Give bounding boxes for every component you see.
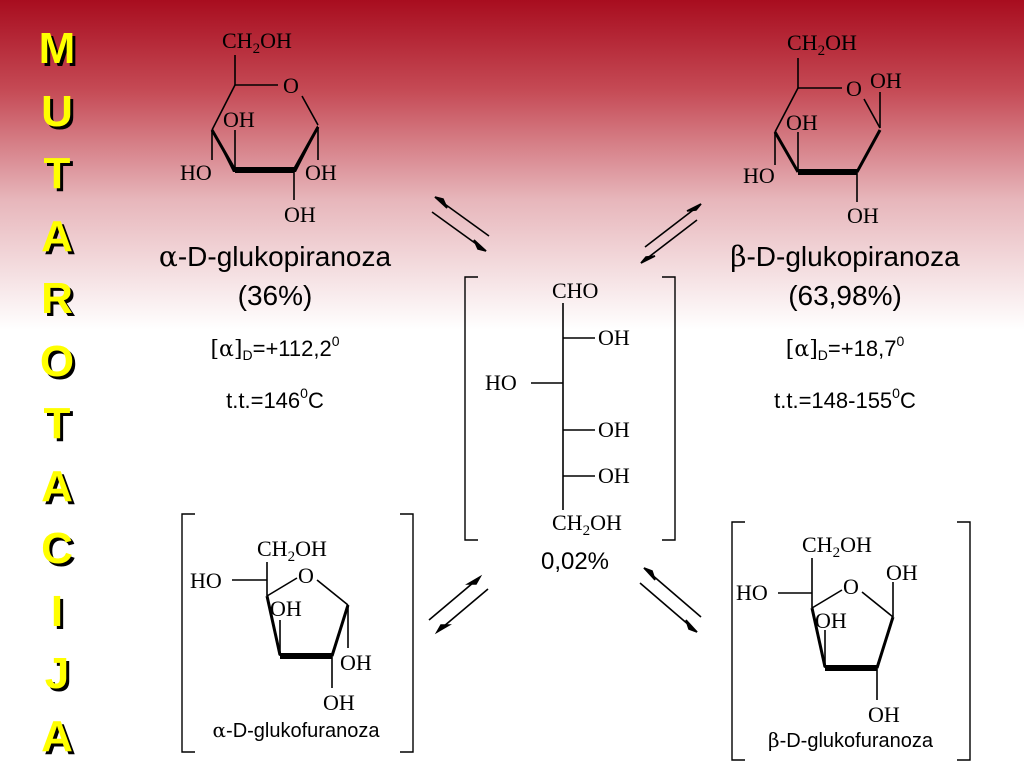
beta-pyr-oh3: OH [786, 110, 818, 135]
alpha-pyr-oh2: OH [284, 202, 316, 227]
equilibrium-arrow-bottom-left [428, 574, 489, 635]
side-title-letter: A [41, 211, 73, 261]
alpha-furanose-name: α-D-glukofuranoza [212, 718, 380, 742]
side-title-letter: T [43, 399, 71, 448]
beta-pyranose-melting-point: t.t.=148-1550C [774, 385, 916, 413]
side-title-letter: O [39, 336, 75, 386]
open-chain-structure: CHO OH HO OH OH CH2OH [464, 276, 676, 541]
open-oh5: OH [598, 463, 630, 488]
alpha-fur-oh1: OH [340, 650, 372, 675]
side-title-letter: C [41, 524, 73, 573]
alpha-pyr-oh1: OH [305, 160, 337, 185]
beta-pyranose-rotation: [α]D=+18,70 [785, 333, 905, 363]
beta-fur-ch2oh: CH2OH [802, 532, 872, 561]
side-title-letter: M [38, 24, 76, 73]
side-title-letter: R [41, 274, 73, 323]
alpha-fur-oh2: OH [323, 690, 355, 715]
alpha-pyr-ch2oh: CH2OH [222, 28, 292, 57]
beta-pyr-oh1: OH [870, 68, 902, 93]
beta-fur-oh1: OH [886, 560, 918, 585]
beta-pyr-ho4: HO [743, 163, 775, 188]
side-title-letter: I [50, 586, 64, 636]
side-title-letter: A [41, 461, 73, 511]
equilibrium-arrow-top-right [640, 203, 702, 264]
beta-furanose-name: β-D-glukofuranoza [768, 728, 933, 752]
beta-pyranose-name: β-D-glukopiranoza [730, 240, 960, 273]
open-ch2oh: CH2OH [552, 510, 622, 539]
open-ho3: HO [485, 370, 517, 395]
beta-fur-oh3: OH [815, 608, 847, 633]
alpha-pyranose-name: α-D-glukopiranoza [158, 240, 392, 273]
beta-pyr-oh2: OH [847, 203, 879, 228]
open-chain-percent: 0,02% [540, 548, 610, 575]
alpha-furanose-structure: CH2OH HO O OH OH OH [181, 513, 414, 753]
alpha-pyr-ring-o: O [283, 73, 299, 98]
side-title-letter: A [41, 711, 73, 761]
beta-pyranose-percent: (63,98%) [788, 280, 902, 311]
beta-fur-ring-o: O [843, 574, 859, 599]
side-title-letter: U [41, 86, 73, 136]
alpha-pyranose-percent: (36%) [237, 280, 313, 311]
alpha-pyr-oh3: OH [223, 107, 255, 132]
alpha-fur-ho5: HO [190, 568, 222, 593]
beta-fur-ho5: HO [736, 580, 768, 605]
equilibrium-arrow-top-left [431, 196, 490, 252]
beta-pyr-ring-o: O [846, 76, 862, 101]
beta-pyr-ch2oh: CH2OH [787, 30, 857, 59]
beta-pyranose-structure: CH2OH O OH OH HO OH [743, 30, 902, 228]
side-title-letter: T [43, 149, 71, 198]
beta-fur-oh2: OH [868, 702, 900, 727]
alpha-fur-ring-o: O [298, 563, 314, 588]
open-oh4: OH [598, 417, 630, 442]
beta-furanose-structure: CH2OH HO O OH OH OH [731, 521, 971, 761]
open-cho: CHO [552, 278, 598, 303]
side-title-letter: J [44, 649, 70, 698]
equilibrium-arrow-bottom-right [639, 567, 702, 633]
alpha-fur-ch2oh: CH2OH [257, 536, 327, 565]
alpha-fur-oh3: OH [270, 596, 302, 621]
alpha-pyr-ho4: HO [180, 160, 212, 185]
alpha-pyranose-rotation: [α]D=+112,20 [210, 333, 340, 363]
alpha-pyranose-melting-point: t.t.=1460C [226, 385, 324, 413]
open-oh2: OH [598, 325, 630, 350]
alpha-pyranose-structure: CH2OH O OH OH HO OH [180, 28, 337, 227]
